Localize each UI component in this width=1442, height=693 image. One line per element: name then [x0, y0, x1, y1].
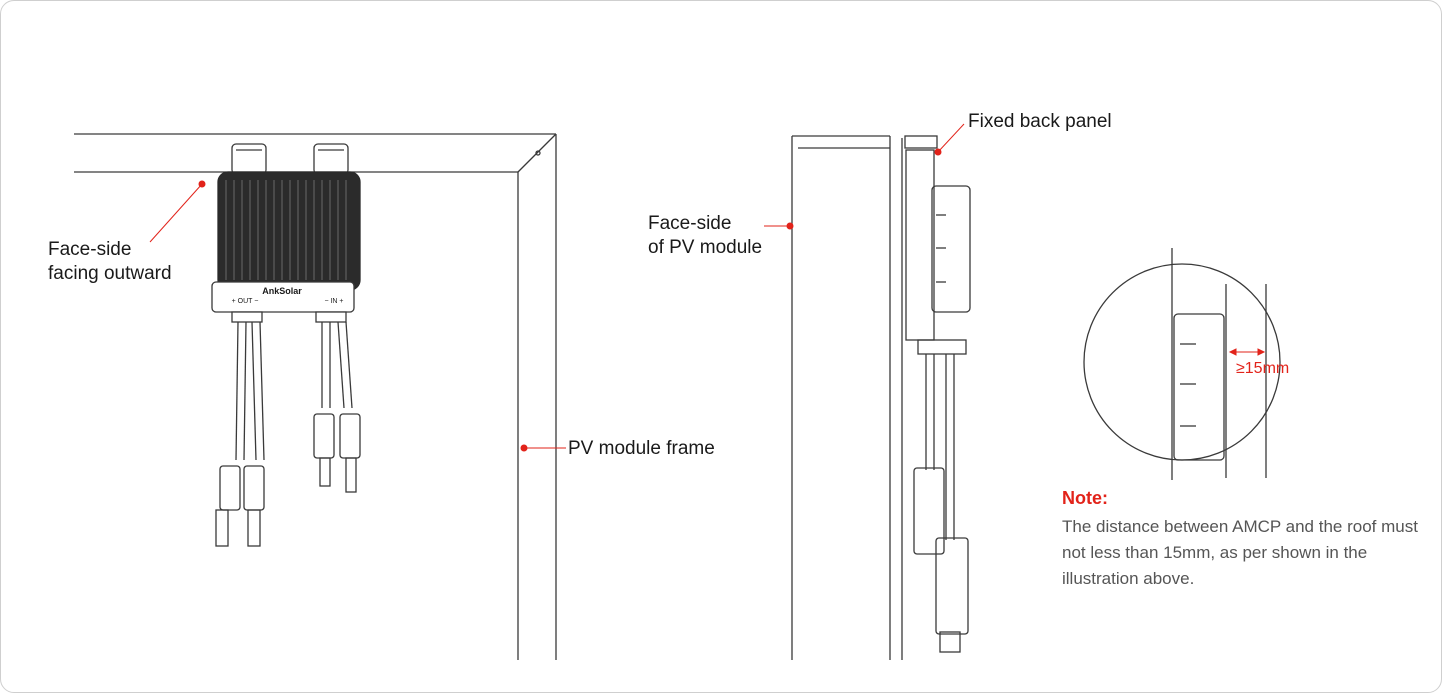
face-side-outward-label-line1: Face-side [48, 239, 132, 260]
face-side-pv-label-line2: of PV module [648, 237, 763, 258]
pv-module-frame-label: PV module frame [568, 438, 715, 459]
note-title: Note: [1062, 488, 1108, 508]
note-body: The distance between AMCP and the roof m… [1062, 517, 1418, 588]
distance-label: ≥15mm [1236, 360, 1290, 377]
pv-module-side-drawing [791, 135, 903, 660]
output-cables [215, 321, 265, 547]
pv-module-frame-drawing [74, 133, 557, 660]
face-side-outward-label-line2: facing outward [48, 263, 172, 284]
fixed-back-panel-label: Fixed back panel [968, 111, 1112, 132]
device-brand: AnkSolar [262, 286, 302, 296]
amcp-device-side [904, 135, 971, 653]
face-side-pv-label-line1: Face-side [648, 213, 732, 234]
amcp-fins [225, 180, 347, 280]
detail-magnifier [1083, 248, 1281, 480]
out-marking: + OUT − [232, 298, 259, 305]
in-marking: − IN + [324, 298, 343, 305]
input-cables [313, 321, 361, 493]
amcp-device-front [211, 143, 361, 323]
